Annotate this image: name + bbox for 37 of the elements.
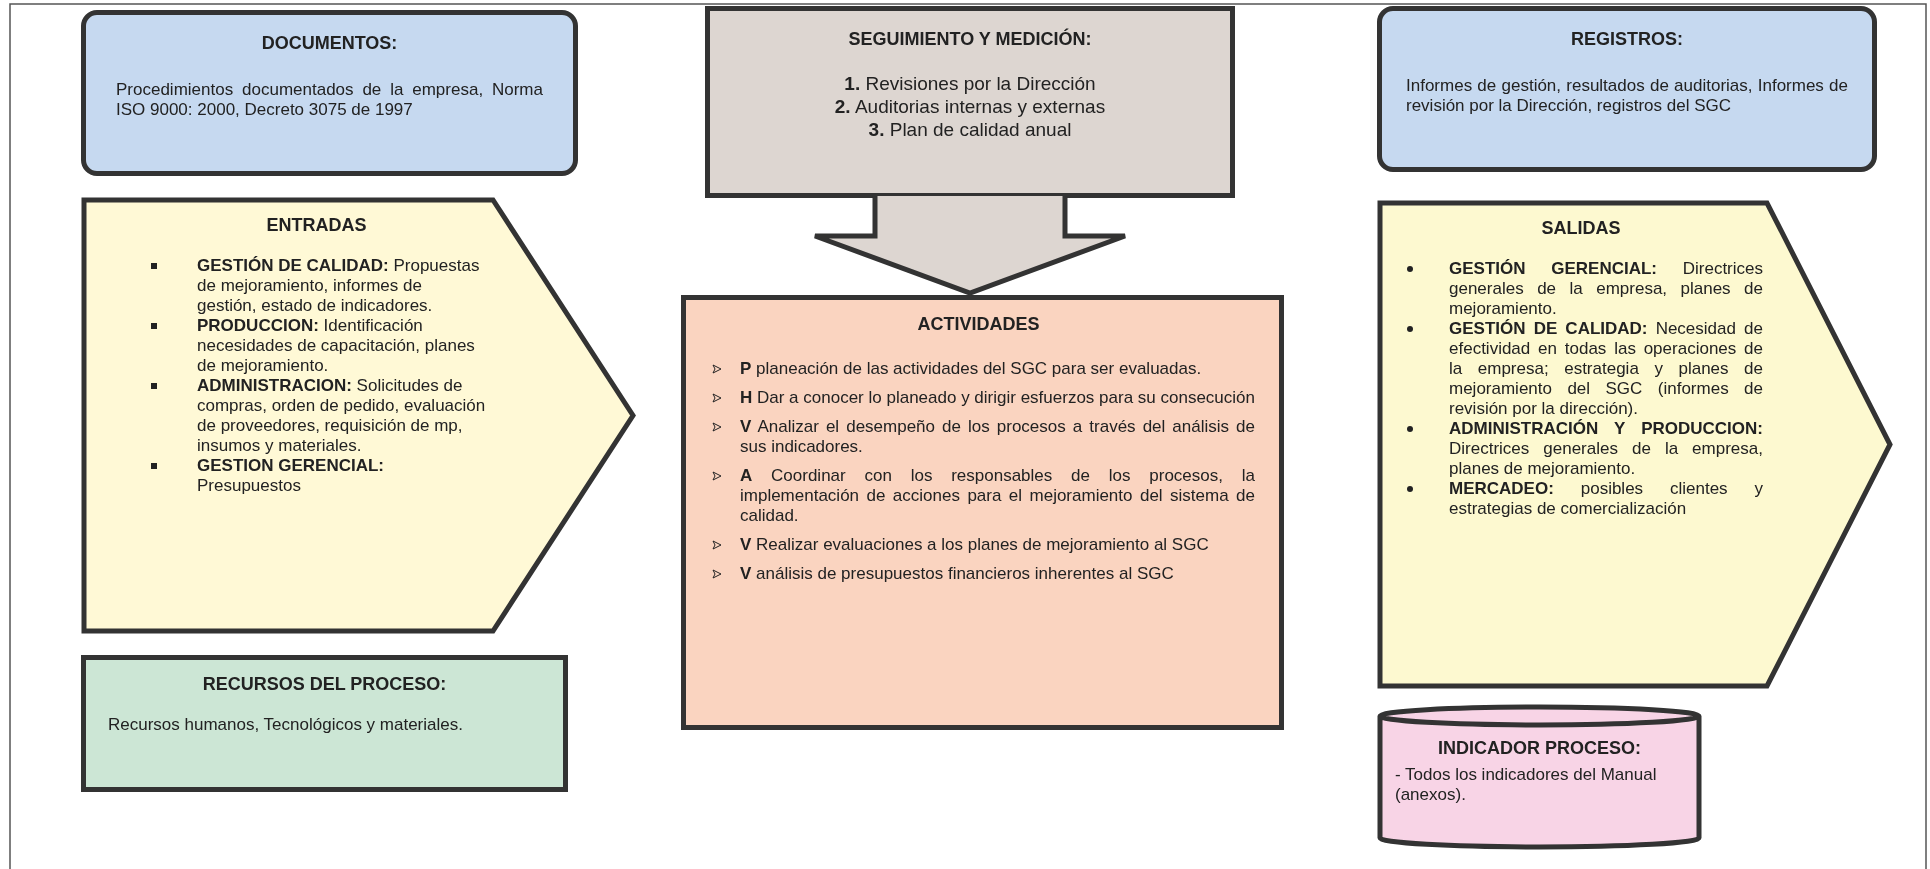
panel-heading: ACTIVIDADES bbox=[916, 314, 1041, 335]
list-item-text: ADMINISTRACIÓN Y PRODUCCION: Directrices generales de la empresa, planes de mejoramiento. bbox=[1449, 419, 1763, 479]
list-item-text: GESTIÓN DE CALIDAD: Necesidad de efectividad en todas las operaciones de la empresa; estrategia y planes de mejoramiento del SGC (informes de revisión por la dirección). bbox=[1449, 319, 1763, 419]
list-item-text: GESTION GERENCIAL: Presupuestos bbox=[197, 456, 385, 496]
panel-heading: REGISTROS: bbox=[1570, 29, 1684, 50]
list-item-text: GESTIÓN DE CALIDAD: Propuestas de mejoramiento, informes de gestión, estado de indicadores. bbox=[197, 256, 481, 316]
inputs-arrow-panel bbox=[81, 197, 636, 634]
activities-panel bbox=[681, 295, 1284, 730]
panel-heading: SALIDAS bbox=[1540, 218, 1622, 239]
list-item-text: V Realizar evaluaciones a los planes de mejoramiento al SGC bbox=[740, 535, 1210, 555]
panel-heading: RECURSOS DEL PROCESO: bbox=[201, 674, 448, 695]
list-item-text: V análisis de presupuestos financieros inherentes al SGC bbox=[740, 564, 1175, 584]
body-text: Procedimientos documentados de la empresa, Norma ISO 9000: 2000, Decreto 3075 de 1997 bbox=[116, 80, 543, 120]
list-item-text: PRODUCCION: Identificación necesidades de capacitación, planes de mejoramiento. bbox=[197, 316, 476, 376]
documents-card bbox=[81, 10, 578, 176]
records-card bbox=[1377, 6, 1877, 172]
body-text: - Todos los indicadores del Manual (anexos). bbox=[1395, 765, 1658, 805]
monitoring-panel bbox=[705, 6, 1235, 198]
panel-heading: DOCUMENTOS: bbox=[260, 33, 399, 54]
list-item-text: V Analizar el desempeño de los procesos a través del análisis de sus indicadores. bbox=[740, 417, 1255, 457]
panel-heading: ENTRADAS bbox=[265, 215, 368, 236]
list-item-text: MERCADEO: posibles clientes y estrategias de comercialización bbox=[1449, 479, 1763, 519]
panel-heading: SEGUIMIENTO Y MEDICIÓN: bbox=[847, 29, 1093, 50]
list-item-text: A Coordinar con los responsables de los procesos, la implementación de acciones para el mejoramiento del sistema de calidad. bbox=[740, 466, 1255, 526]
numbered-item-text: 2. Auditorias internas y externas bbox=[833, 95, 1107, 118]
resources-card bbox=[81, 655, 568, 792]
outputs-arrow-panel bbox=[1377, 200, 1893, 689]
list-item-text: GESTIÓN GERENCIAL: Directrices generales de la empresa, planes de mejoramiento. bbox=[1449, 259, 1763, 319]
panel-heading: INDICADOR PROCESO: bbox=[1437, 738, 1642, 759]
body-text: Recursos humanos, Tecnológicos y materiales. bbox=[108, 715, 464, 735]
list-item-text: H Dar a conocer lo planeado y dirigir esfuerzos para su consecución bbox=[740, 388, 1255, 408]
numbered-item-text: 1. Revisiones por la Dirección bbox=[843, 72, 1097, 95]
list-item-text: ADMINISTRACION: Solicitudes de compras, orden de pedido, evaluación de proveedores, requisición de mp, insumos y materiales. bbox=[197, 376, 486, 456]
body-text: Informes de gestión, resultados de auditorias, Informes de revisión por la Dirección, registros del SGC bbox=[1406, 76, 1848, 116]
numbered-item-text: 3. Plan de calidad anual bbox=[867, 118, 1073, 141]
indicator-cylinder bbox=[1377, 704, 1702, 850]
list-item-text: P planeación de las actividades del SGC para ser evaluadas. bbox=[740, 359, 1203, 379]
